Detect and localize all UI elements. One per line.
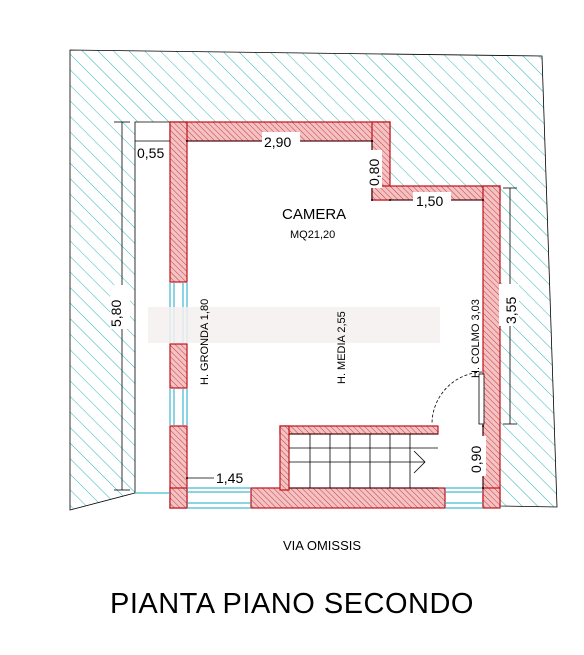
wall-bottom (250, 487, 446, 509)
room-name: CAMERA (282, 206, 346, 223)
height-gronda: H. GRONDA 1,80 (199, 299, 211, 385)
street-label: VIA OMISSIS (283, 538, 361, 553)
dim-door-width: 0,90 (468, 446, 484, 473)
redacted-band (148, 307, 440, 343)
wall-left-middle (169, 343, 188, 389)
door (431, 371, 485, 425)
staircase (289, 433, 438, 489)
dim-bottom-left: 1,45 (216, 470, 243, 486)
dim-right-top-width: 1,50 (416, 193, 443, 209)
stair-wall-top (279, 425, 439, 435)
stair-wall-left (279, 425, 290, 491)
stair-arrow-icon (413, 450, 426, 474)
height-colmo: H. COLMO 3,03 (470, 299, 482, 378)
wall-bottom-right (482, 487, 501, 509)
height-media: H. MEDIA 2,55 (336, 311, 348, 384)
dim-right-height: 3,55 (503, 297, 519, 324)
dim-left-height: 5,80 (108, 300, 124, 327)
plan-title: PIANTA PIANO SECONDO (110, 588, 474, 620)
dim-top-width: 2,90 (264, 134, 291, 150)
room-area: MQ21,20 (290, 229, 335, 241)
wall-bottom-left-stub (169, 487, 188, 509)
wall-left-upper (169, 121, 188, 283)
walls (169, 121, 501, 509)
dim-step-depth: 0,80 (366, 159, 382, 186)
dim-top-left-offset: 0,55 (137, 145, 164, 161)
